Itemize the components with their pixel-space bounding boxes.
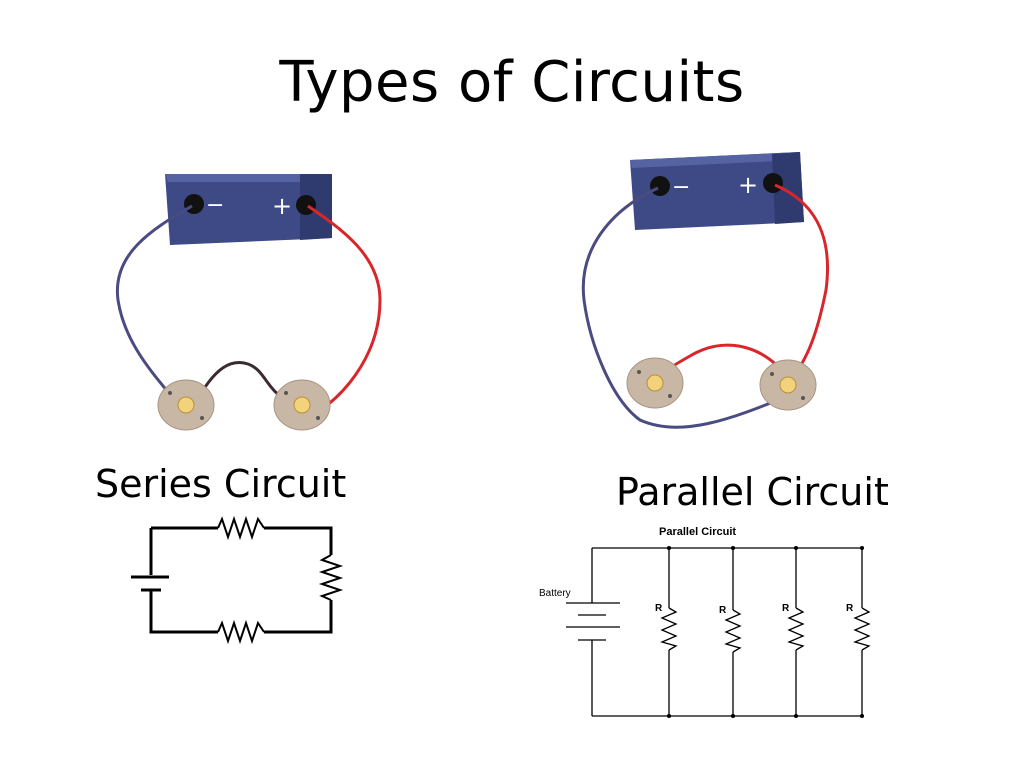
series-resistor-right <box>318 554 344 601</box>
parallel-branch-2 <box>724 548 742 716</box>
parallel-branch-1 <box>660 548 678 716</box>
resistor-label-2: R <box>719 605 727 616</box>
parallel-branch-4 <box>853 548 871 716</box>
series-resistor-bottom <box>217 619 265 645</box>
series-caption: Series Circuit <box>95 462 347 506</box>
series-resistor-top <box>217 515 265 541</box>
resistor-label-3: R <box>782 603 790 614</box>
parallel-caption: Parallel Circuit <box>616 470 889 514</box>
parallel-branch-3 <box>787 548 805 716</box>
parallel-schematic-title: Parallel Circuit <box>659 526 736 538</box>
resistor-label-1: R <box>655 603 663 614</box>
battery-label: Battery <box>539 588 571 599</box>
slide-title: Types of Circuits <box>279 50 745 115</box>
resistor-label-4: R <box>846 603 854 614</box>
